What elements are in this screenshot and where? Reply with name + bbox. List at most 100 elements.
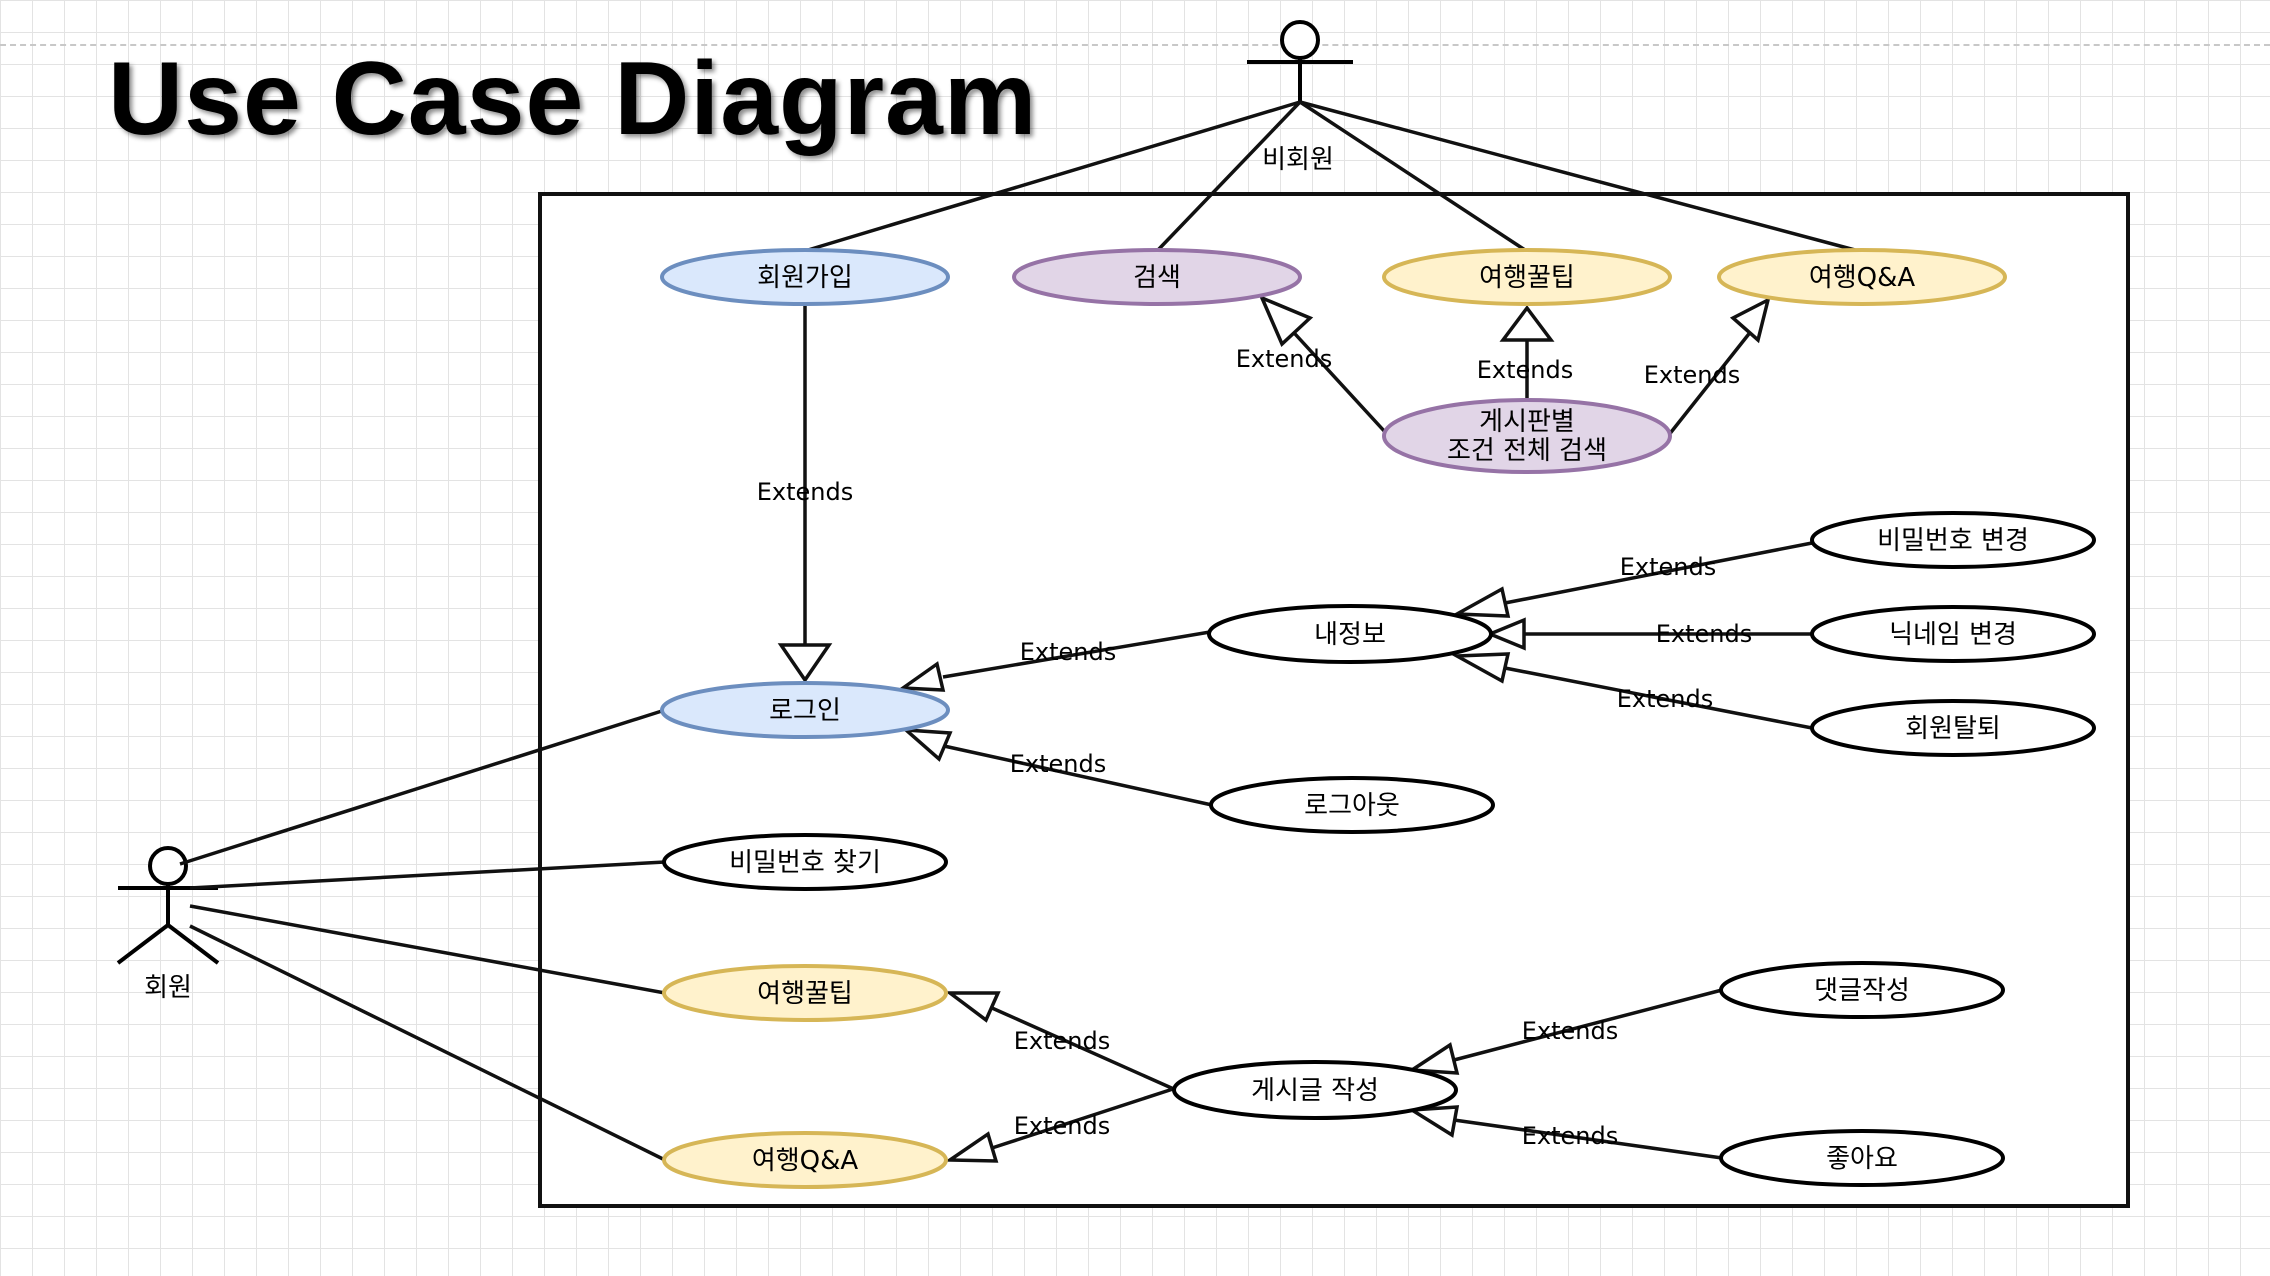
ext-logout-login: [943, 744, 1213, 807]
use-case-shape: [1172, 1060, 1458, 1120]
actor-head: [148, 846, 188, 886]
label-ext-boardsearch-search: Extends: [1236, 345, 1333, 373]
use-case-shape: [1719, 961, 2005, 1019]
assoc-member-login: [179, 708, 666, 866]
use-case-shape: [1207, 604, 1493, 664]
actor-non-member-label: 비회원: [1262, 145, 1334, 175]
use-case-shape: [662, 833, 948, 891]
use-case-find-password[interactable]: 비밀번호 찾기: [662, 833, 948, 891]
use-case-label: 여행꿀팁: [757, 979, 853, 1009]
extends-relations: [777, 294, 1813, 1163]
use-case-search[interactable]: 검색: [1012, 248, 1302, 306]
use-case-label: 비밀번호 변경: [1877, 526, 2029, 556]
use-case-shape: [1382, 398, 1672, 474]
label-ext-logout-login: Extends: [1010, 750, 1107, 778]
ext-boardsearch-qa-arrow: [1729, 296, 1771, 344]
use-case-travel-tips-bottom[interactable]: 여행꿀팁: [662, 964, 948, 1022]
use-case-travel-tips-top[interactable]: 여행꿀팁: [1382, 248, 1672, 306]
ext-like-writepost-arrow: [1406, 1105, 1460, 1138]
use-case-signup[interactable]: 회원가입: [660, 248, 950, 306]
use-case-write-comment[interactable]: 댓글작성: [1719, 961, 2005, 1019]
label-ext-boardsearch-tips: Extends: [1477, 356, 1574, 384]
use-case-travel-qa-bottom[interactable]: 여행Q&A: [662, 1131, 948, 1189]
label-ext-changepw-myinfo: Extends: [1620, 553, 1717, 581]
use-case-label: 로그아웃: [1304, 791, 1400, 821]
ext-writepost-tips-arrow: [944, 991, 1001, 1023]
assoc-member-find-password: [189, 860, 666, 890]
label-ext-withdraw-myinfo: Extends: [1617, 685, 1714, 713]
use-case-label: 내정보: [1314, 620, 1386, 650]
use-case-write-post[interactable]: 게시글 작성: [1172, 1060, 1458, 1120]
label-ext-like-writepost: Extends: [1522, 1122, 1619, 1150]
ext-myinfo-login-arrow: [897, 661, 946, 692]
use-case-logout[interactable]: 로그아웃: [1209, 776, 1495, 834]
label-ext-myinfo-login: Extends: [1020, 638, 1117, 666]
actor-left-leg: [116, 923, 170, 965]
use-case-change-nickname[interactable]: 닉네임 변경: [1810, 605, 2096, 663]
label-ext-writepost-qa: Extends: [1014, 1112, 1111, 1140]
label-ext-boardsearch-qa: Extends: [1644, 361, 1741, 389]
use-case-label-line2: 조건 전체 검색: [1447, 436, 1607, 466]
use-case-label: 여행Q&A: [1809, 263, 1916, 293]
ext-myinfo-login: [942, 630, 1211, 679]
use-case-label: 좋아요: [1826, 1144, 1898, 1174]
ext-logout-login-arrow: [900, 727, 953, 762]
label-ext-writepost-tips: Extends: [1014, 1027, 1111, 1055]
extends-labels: Extends Extends Extends Extends Extends …: [757, 345, 1753, 1150]
use-case-shape: [662, 1131, 948, 1189]
ext-comment-writepost: [1453, 988, 1723, 1062]
assoc-member-tips: [189, 904, 666, 995]
ext-nickname-myinfo-arrow: [1485, 617, 1526, 651]
ext-boardsearch-tips-arrow: [1499, 305, 1555, 342]
ext-boardsearch-search: [1283, 321, 1388, 435]
use-case-shape: [1382, 248, 1672, 306]
use-case-label: 댓글작성: [1814, 976, 1910, 1006]
use-case-shape: [1719, 1129, 2005, 1187]
use-case-label: 비밀번호 찾기: [729, 848, 881, 878]
use-case-label: 닉네임 변경: [1889, 620, 2017, 650]
use-case-shape: [660, 248, 950, 306]
use-case-shape: [1810, 605, 2096, 663]
label-ext-nickname-myinfo: Extends: [1656, 620, 1753, 648]
assoc-nonmember-signup: [807, 100, 1301, 252]
ext-writepost-qa-arrow: [944, 1131, 999, 1163]
ext-changepw-myinfo-arrow: [1450, 586, 1511, 618]
assoc-member-qa: [189, 924, 666, 1162]
assoc-nonmember-tips: [1299, 100, 1526, 252]
use-case-label: 회원가입: [757, 263, 853, 293]
actor-non-member[interactable]: [1247, 20, 1353, 102]
use-case-my-info[interactable]: 내정보: [1207, 604, 1493, 664]
actor-head: [1280, 20, 1320, 60]
use-case-shape: [1717, 248, 2007, 306]
ext-boardsearch-search-arrow: [1258, 294, 1314, 347]
use-case-travel-qa-top[interactable]: 여행Q&A: [1717, 248, 2007, 306]
ext-like-writepost: [1453, 1118, 1723, 1160]
use-case-label: 검색: [1133, 263, 1181, 293]
assoc-nonmember-qa: [1299, 100, 1856, 252]
use-case-shape: [1209, 776, 1495, 834]
use-case-shape: [1012, 248, 1302, 306]
use-case-withdraw[interactable]: 회원탈퇴: [1810, 699, 2096, 757]
use-case-change-password[interactable]: 비밀번호 변경: [1810, 511, 2096, 569]
use-case-label: 게시글 작성: [1251, 1076, 1379, 1106]
use-case-label: 회원탈퇴: [1905, 714, 2001, 744]
label-ext-comment-writepost: Extends: [1522, 1017, 1619, 1045]
actor-member-label: 회원: [144, 973, 192, 1003]
ext-writepost-tips: [991, 1006, 1177, 1092]
use-case-shape: [660, 681, 950, 739]
page-title: Use Case Diagram: [108, 41, 1038, 157]
use-case-label-line1: 게시판별: [1479, 407, 1575, 437]
use-case-shape: [1810, 511, 2096, 569]
use-case-board-search[interactable]: 게시판별 조건 전체 검색: [1382, 398, 1672, 474]
use-case-shape: [662, 964, 948, 1022]
use-case-login[interactable]: 로그인: [660, 681, 950, 739]
ext-withdraw-myinfo-arrow: [1450, 652, 1511, 684]
ext-boardsearch-qa: [1666, 328, 1754, 438]
ext-signup-login-arrow: [777, 643, 833, 684]
ext-writepost-qa: [991, 1086, 1177, 1150]
use-case-like[interactable]: 좋아요: [1719, 1129, 2005, 1187]
actor-member[interactable]: [116, 846, 220, 965]
header-dashed-line: [0, 44, 2270, 46]
use-case-shape: [1810, 699, 2096, 757]
